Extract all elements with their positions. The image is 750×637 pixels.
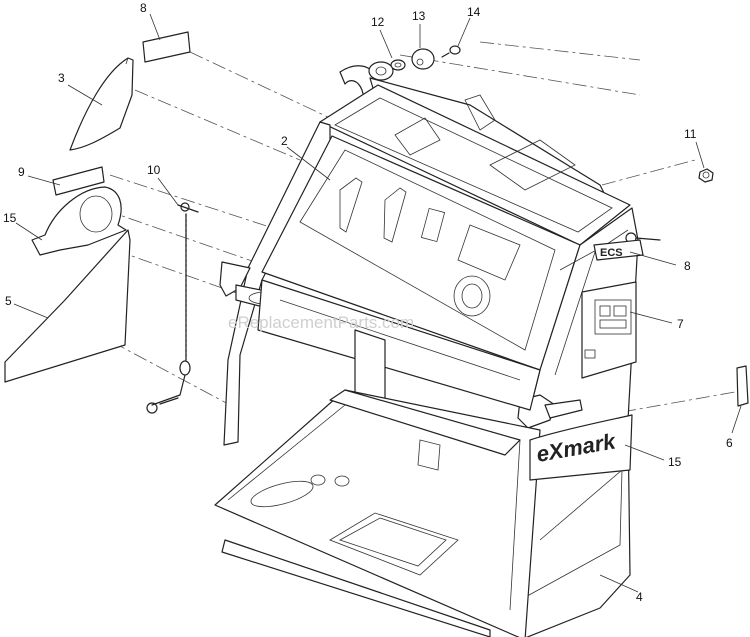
callout-15-right: 15 — [668, 455, 682, 469]
hardware-part-12 — [390, 59, 406, 71]
callout-5: 5 — [5, 294, 12, 308]
flap-part-3 — [69, 57, 134, 151]
callout-12: 12 — [371, 15, 385, 29]
callout-3: 3 — [58, 71, 65, 85]
chain-part-10 — [146, 202, 199, 414]
callout-8-lower: 8 — [684, 259, 691, 273]
callout-15-left: 15 — [3, 211, 17, 225]
callout-labels: 8 3 12 13 14 2 11 9 10 15 8 5 7 6 15 4 — [3, 1, 733, 604]
panel-part-5 — [4, 229, 131, 383]
hardware-part-11 — [698, 168, 714, 183]
leader-lines — [13, 13, 742, 593]
decal-part-6 — [736, 365, 749, 407]
callout-10: 10 — [147, 163, 161, 177]
hardware-part-14 — [441, 45, 461, 58]
decal-part-8-upper — [142, 31, 191, 63]
shield-part-15-left — [31, 186, 127, 256]
frame-assembly: ECS eXmark — [214, 61, 661, 637]
callout-7: 7 — [677, 317, 684, 331]
callout-4: 4 — [636, 590, 643, 604]
callout-13: 13 — [412, 9, 426, 23]
decal-part-9 — [52, 166, 105, 196]
hardware-part-13 — [411, 48, 435, 70]
callout-2: 2 — [281, 134, 288, 148]
callout-14: 14 — [467, 5, 481, 19]
watermark-text: eReplacementParts.com — [228, 313, 414, 332]
callout-11: 11 — [684, 127, 697, 141]
callout-8-upper: 8 — [140, 1, 147, 15]
callout-9: 9 — [18, 165, 25, 179]
callout-6: 6 — [726, 436, 733, 450]
ecs-decal-text: ECS — [600, 247, 623, 259]
